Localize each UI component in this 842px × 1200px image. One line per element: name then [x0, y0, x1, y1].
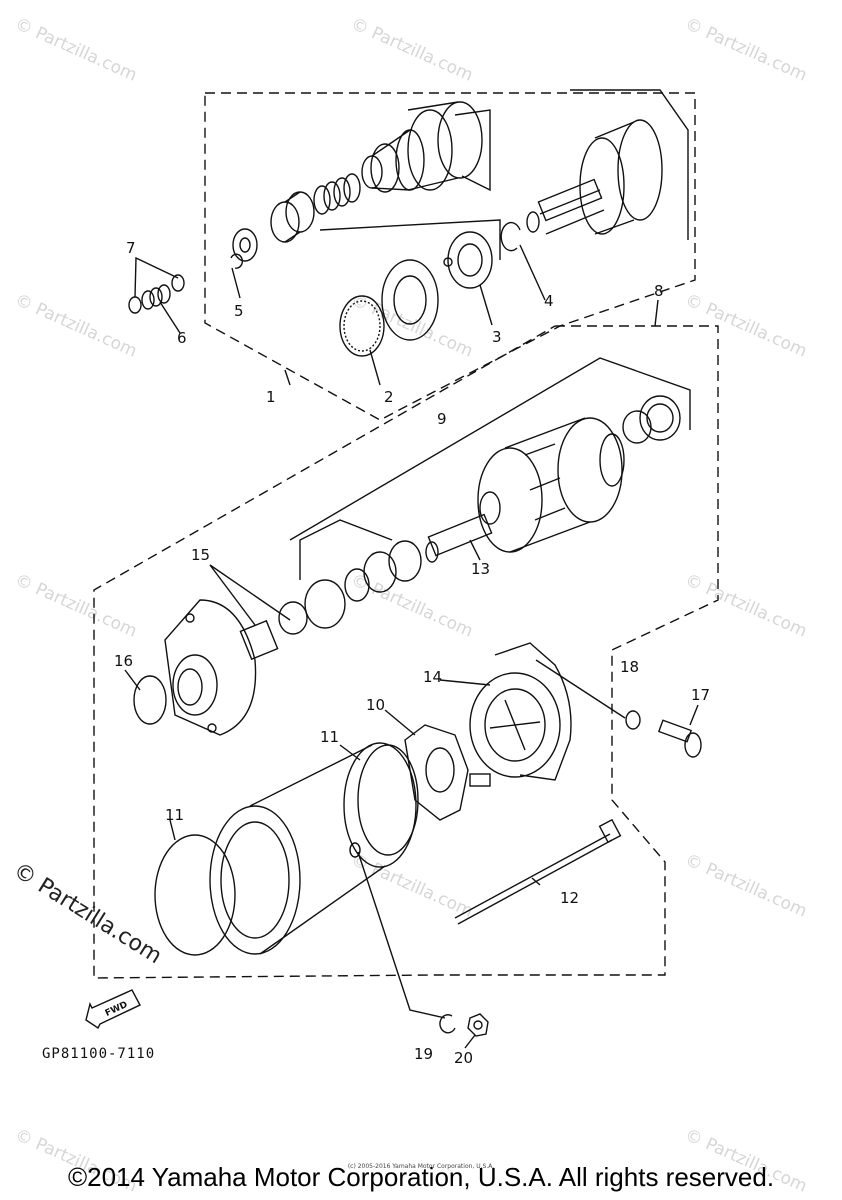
- leader-4: [519, 244, 546, 301]
- washer-part: [344, 568, 370, 602]
- leader-20: [464, 1034, 476, 1049]
- yoke-part: [209, 742, 417, 955]
- callout-16: 16: [114, 652, 133, 670]
- callout-7: 7: [126, 239, 136, 257]
- pinion-clutch-part: [361, 101, 491, 193]
- callout-19: 19: [414, 1045, 433, 1063]
- washer-part: [239, 237, 251, 253]
- front-cover-part: [164, 599, 257, 736]
- diagram-code: GP81100-7110: [42, 1046, 156, 1062]
- plate-part: [304, 579, 346, 629]
- callout-15: 15: [191, 546, 210, 564]
- leader-10: [384, 709, 416, 736]
- o-ring-16-part: [133, 675, 167, 725]
- callout-11b: 11: [165, 806, 184, 824]
- gasket-11-part: [357, 744, 419, 856]
- leader-11: [339, 744, 361, 761]
- washer-part: [639, 395, 681, 441]
- leader-9: [289, 357, 691, 541]
- leader-17: [689, 704, 699, 726]
- callout-2: 2: [384, 388, 394, 406]
- group-outline-8: [93, 325, 719, 979]
- callout-4: 4: [544, 292, 554, 310]
- leader-5: [231, 267, 241, 299]
- leader-15b: [209, 564, 256, 626]
- leader-16: [124, 669, 141, 691]
- leader-14: [439, 679, 491, 686]
- spring-6-7-part: [128, 274, 185, 314]
- callout-14: 14: [423, 668, 442, 686]
- collar-part: [270, 191, 315, 243]
- leader-3: [479, 284, 493, 326]
- leader-18: [535, 659, 626, 719]
- armature-13-part: [425, 417, 625, 563]
- callout-17: 17: [691, 686, 710, 704]
- leader-7: [134, 256, 179, 298]
- washer-part: [232, 228, 258, 262]
- washer-18-part: [625, 710, 641, 730]
- bearing-2-part: [339, 295, 385, 357]
- callout-1: 1: [266, 388, 276, 406]
- callout-10: 10: [366, 696, 385, 714]
- copyright-notice: ©2014 Yamaha Motor Corporation, U.S.A. A…: [67, 1162, 775, 1192]
- washer-part: [646, 403, 674, 433]
- leader-15: [209, 564, 291, 621]
- callout-6: 6: [177, 329, 187, 347]
- leader-9-lower: [299, 519, 393, 580]
- gasket-11-part: [154, 834, 236, 956]
- callout-12: 12: [560, 889, 579, 907]
- callout-3: 3: [492, 328, 502, 346]
- washer-part: [278, 601, 308, 635]
- clutch-shaft-part: [526, 89, 689, 240]
- leader-6: [159, 301, 181, 334]
- nut-20-part: [467, 1013, 489, 1037]
- bearing-15-part: [239, 619, 279, 661]
- small-copyright: (c) 2005-2016 Yamaha Motor Corporation, …: [347, 1163, 495, 1170]
- leader-11b: [169, 819, 176, 841]
- leader-2: [369, 349, 381, 386]
- callout-8: 8: [654, 282, 664, 300]
- callout-20: 20: [454, 1049, 473, 1067]
- washer-part: [622, 410, 652, 444]
- washer-part: [388, 540, 422, 582]
- leader-12: [531, 877, 541, 886]
- callout-18: 18: [620, 658, 639, 676]
- rear-cover-14-part: [469, 642, 572, 781]
- leader-19: [357, 851, 446, 1019]
- bearing-housing-part: [319, 219, 501, 341]
- ring-3-part: [443, 231, 493, 289]
- circlip-4-part: [500, 221, 521, 252]
- brush-holder-10-part: [404, 724, 491, 821]
- spring-part: [313, 173, 361, 215]
- bolt-17-part: [657, 719, 702, 758]
- leader-1: [284, 369, 291, 386]
- leader-13: [469, 539, 481, 561]
- through-bolt-12-part: [454, 818, 622, 925]
- callout-11a: 11: [320, 728, 339, 746]
- circlip-5-part: [230, 253, 244, 269]
- callout-9: 9: [437, 410, 447, 428]
- fwd-arrow-icon: [85, 989, 141, 1030]
- callout-5: 5: [234, 302, 244, 320]
- clip-19-part: [439, 1014, 456, 1034]
- leader-8: [654, 299, 659, 327]
- callout-13: 13: [471, 560, 490, 578]
- bearing-2-part: [343, 300, 381, 352]
